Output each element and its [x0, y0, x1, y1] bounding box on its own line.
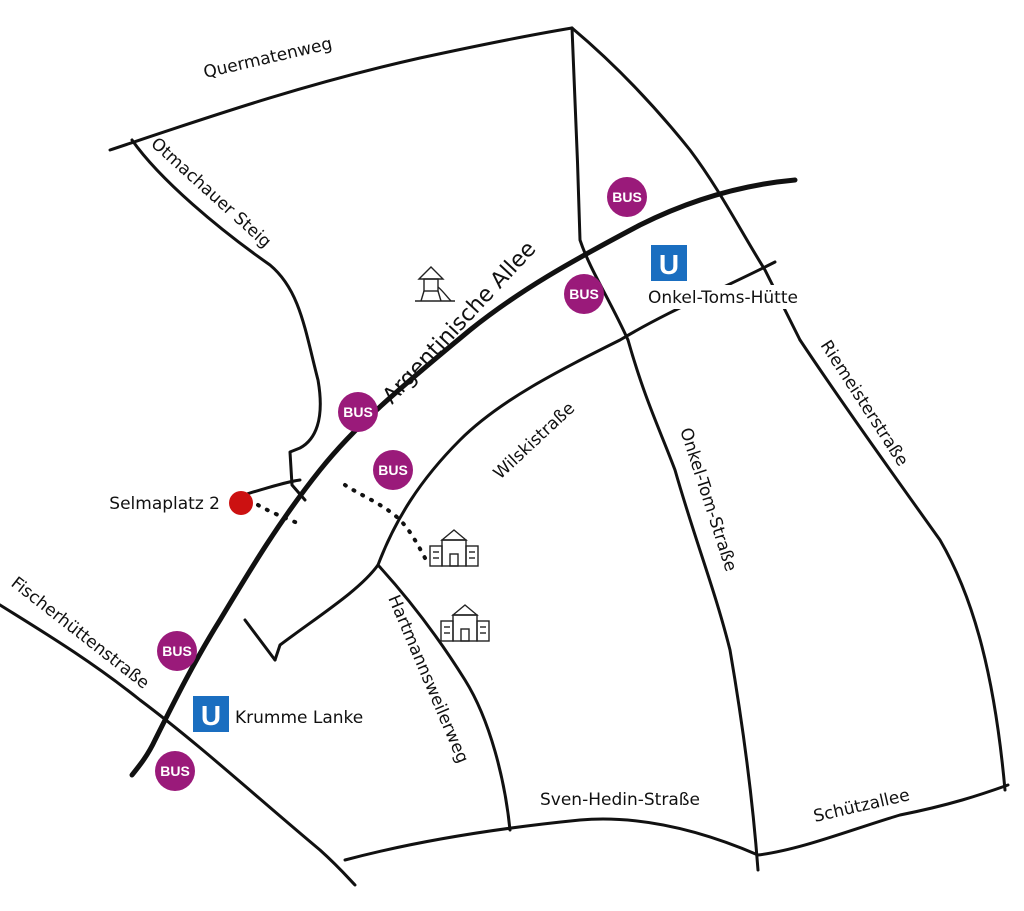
- bus-stop-3[interactable]: BUS: [338, 392, 378, 432]
- ubahn-station-onkel-toms-huette[interactable]: U Onkel-Toms-Hütte: [635, 245, 858, 309]
- label-quermatenweg: Quermatenweg: [202, 34, 334, 83]
- bus-stop-6[interactable]: BUS: [155, 751, 195, 791]
- bus-stop-4[interactable]: BUS: [373, 450, 413, 490]
- label-riemeisterstrasse: Riemeisterstraße: [816, 337, 912, 470]
- label-otmachauer-steig: Otmachauer Steig: [147, 134, 275, 252]
- svg-text:BUS: BUS: [160, 763, 190, 779]
- bus-stops: BUS BUS BUS BUS BUS BUS: [155, 177, 647, 791]
- road-hartmannsweilerweg: [376, 563, 512, 832]
- bus-stop-2[interactable]: BUS: [564, 274, 604, 314]
- bus-stop-1[interactable]: BUS: [607, 177, 647, 217]
- destination-marker: [229, 491, 253, 515]
- label-schuetzallee: Schützallee: [812, 785, 912, 827]
- destination-selmaplatz[interactable]: Selmaplatz 2: [109, 491, 253, 515]
- svg-text:BUS: BUS: [378, 462, 408, 478]
- road-fischerhuettenstrasse: [0, 603, 357, 887]
- label-wilskistrasse: Wilskistraße: [490, 399, 579, 484]
- label-argentinische-allee: Argentinische Allee: [378, 237, 541, 409]
- ubahn-icon: [651, 245, 687, 281]
- walking-paths: [256, 483, 427, 560]
- label-fischerhuettenstrasse: Fischerhüttenstraße: [7, 573, 153, 693]
- roads: [0, 26, 1010, 887]
- playground-icon: [415, 266, 455, 302]
- bus-stop-5[interactable]: BUS: [157, 631, 197, 671]
- school-icon: [429, 529, 479, 567]
- ubahn-station-krumme-lanke[interactable]: U Krumme Lanke: [193, 696, 413, 734]
- svg-text:U: U: [201, 700, 221, 731]
- road-argentinische-allee: [129, 177, 798, 778]
- road-connector: [243, 618, 277, 662]
- school-icon: [440, 604, 490, 642]
- road-onkel-tom-strasse: [570, 26, 760, 872]
- svg-text:BUS: BUS: [569, 286, 599, 302]
- station-label-onkel-toms-huette: Onkel-Toms-Hütte: [648, 288, 798, 308]
- road-riemeisterstrasse: [798, 338, 1007, 792]
- svg-text:BUS: BUS: [343, 404, 373, 420]
- walk-path-selmaplatz: [256, 503, 302, 526]
- road-quermatenweg: [108, 26, 574, 152]
- svg-text:U: U: [659, 249, 679, 280]
- label-hartmannsweilerweg: Hartmannsweilerweg: [383, 592, 472, 766]
- svg-text:BUS: BUS: [612, 189, 642, 205]
- station-label-krumme-lanke: Krumme Lanke: [235, 708, 363, 728]
- destination-label: Selmaplatz 2: [109, 494, 220, 514]
- road-sven-hedin-schuetzallee: [343, 783, 1010, 862]
- road-selmaplatz-stub: [238, 478, 302, 498]
- road-wilskistrasse: [273, 260, 777, 662]
- ubahn-icon: [193, 696, 229, 732]
- road-otmachauer-steig: [130, 138, 322, 502]
- svg-text:BUS: BUS: [162, 643, 192, 659]
- label-sven-hedin-strasse: Sven-Hedin-Straße: [540, 790, 700, 810]
